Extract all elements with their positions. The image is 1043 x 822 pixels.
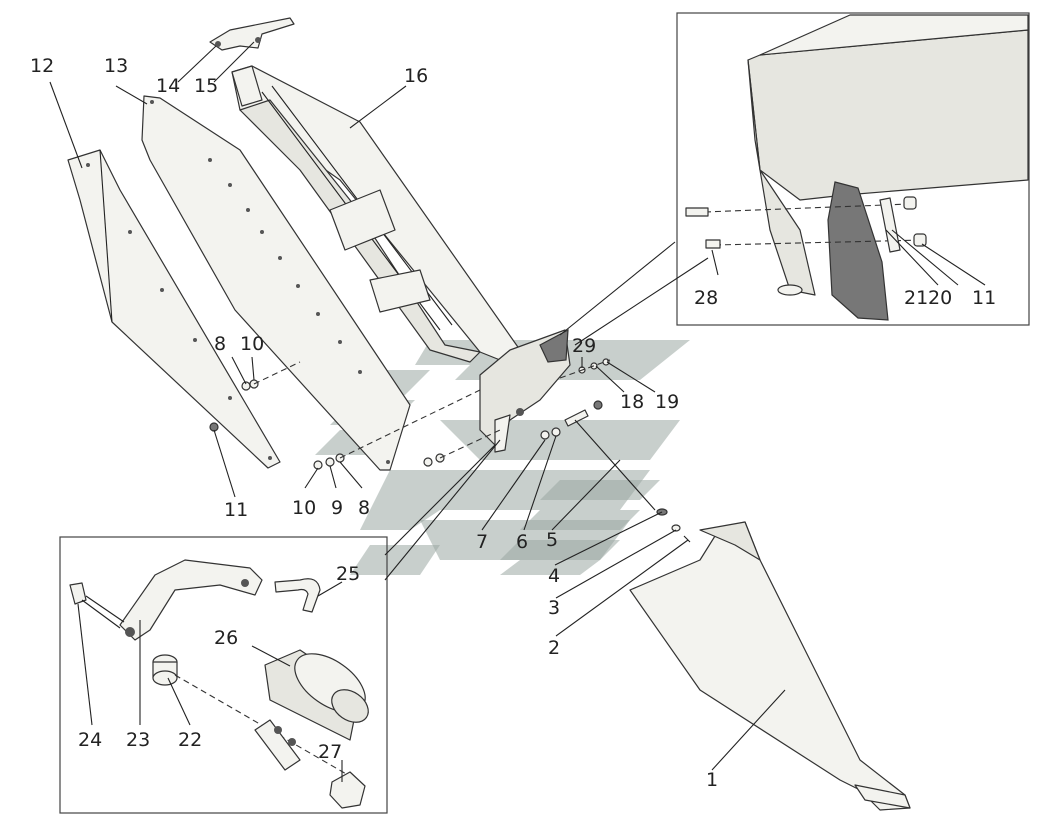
callout-21: 21 bbox=[904, 287, 928, 309]
central-hub bbox=[479, 328, 571, 453]
callout-28: 28 bbox=[694, 287, 718, 309]
callout-29: 29 bbox=[572, 335, 596, 357]
callout-2: 2 bbox=[548, 637, 560, 659]
callout-8-upper: 8 bbox=[214, 333, 226, 355]
callout-22: 22 bbox=[178, 729, 202, 751]
part-1-divider bbox=[629, 521, 911, 811]
callout-15: 15 bbox=[194, 75, 218, 97]
callout-25: 25 bbox=[336, 563, 360, 585]
part-13-large-panel bbox=[141, 95, 411, 471]
callout-10-upper: 10 bbox=[240, 333, 264, 355]
callout-labels: 12 13 14 15 16 8 10 11 10 9 8 7 6 5 4 3 … bbox=[30, 55, 996, 791]
inset-detail-right bbox=[676, 12, 1030, 326]
callout-1: 1 bbox=[706, 769, 718, 791]
callout-19: 19 bbox=[655, 391, 679, 413]
callout-14: 14 bbox=[156, 75, 180, 97]
callout-6: 6 bbox=[516, 531, 528, 553]
callout-5: 5 bbox=[546, 529, 558, 551]
callout-26: 26 bbox=[214, 627, 238, 649]
callout-4: 4 bbox=[548, 565, 560, 587]
callout-3: 3 bbox=[548, 597, 560, 619]
callout-20: 20 bbox=[928, 287, 952, 309]
callout-8-lower: 8 bbox=[358, 497, 370, 519]
callout-12: 12 bbox=[30, 55, 54, 77]
callout-11-left: 11 bbox=[224, 499, 248, 521]
callout-27: 27 bbox=[318, 741, 342, 763]
callout-9: 9 bbox=[331, 497, 343, 519]
assembly-lines bbox=[253, 359, 611, 459]
callout-7: 7 bbox=[476, 531, 488, 553]
callout-24: 24 bbox=[78, 729, 102, 751]
part-12-side-panel bbox=[67, 149, 281, 469]
callout-11-right: 11 bbox=[972, 287, 996, 309]
callout-16: 16 bbox=[404, 65, 428, 87]
leader-lines bbox=[49, 41, 986, 782]
callout-23: 23 bbox=[126, 729, 150, 751]
part-14-15-bracket bbox=[209, 17, 295, 51]
callout-13: 13 bbox=[104, 55, 128, 77]
callout-10-lower: 10 bbox=[292, 497, 316, 519]
inset-detail-left bbox=[59, 439, 501, 814]
callout-18: 18 bbox=[620, 391, 644, 413]
part-16-frame bbox=[231, 65, 521, 363]
bolt-28 bbox=[685, 207, 721, 249]
